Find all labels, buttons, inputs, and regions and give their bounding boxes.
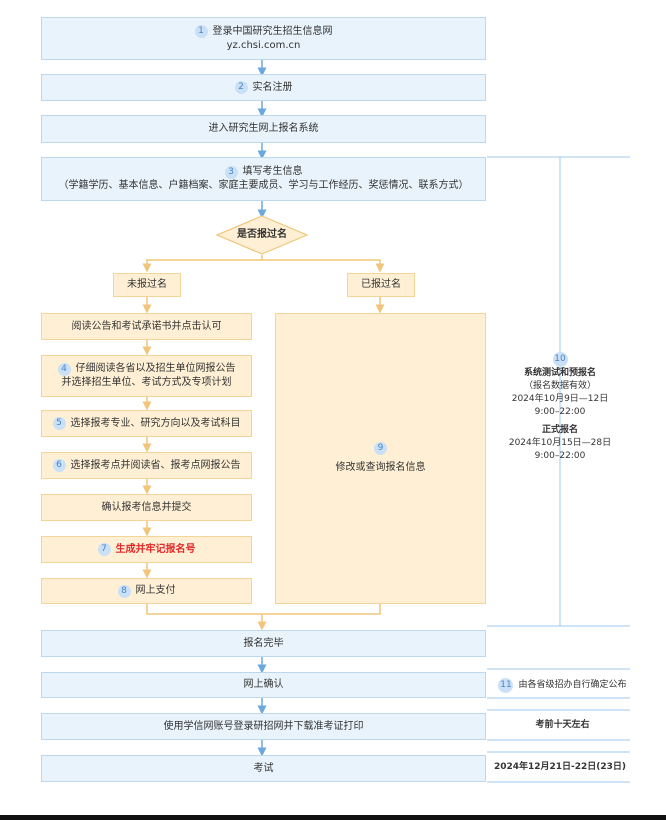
step-number-badge: 2 <box>234 81 248 94</box>
side-number-badge: 10 <box>552 352 568 367</box>
step-number-badge: 9 <box>374 442 387 455</box>
step-print-ticket-label: 使用学信网账号登录研招网并下载准考证打印 <box>163 720 364 732</box>
side-print-time-label: 考前十天左右 <box>535 720 590 730</box>
step-select-major-label: 选择报考专业、研究方向以及考试科目 <box>70 417 241 429</box>
step-generate-number-label: 生成并牢记报名号 <box>115 543 196 555</box>
step-number-badge: 3 <box>224 165 238 179</box>
decision-diamond <box>215 215 309 255</box>
side-formal-time: 9:00–22:00 <box>534 451 586 461</box>
decision-text: 是否报过名 <box>237 229 287 240</box>
branch-yes-line <box>262 259 385 273</box>
step-number-badge: 8 <box>117 584 131 598</box>
branch-not-registered-label: 未报过名 <box>127 279 167 290</box>
step-select-unit-line2: 并选择招生单位、考试方式及专项计划 <box>61 377 232 388</box>
step-fill-info-detail: （学籍学历、基本信息、户籍档案、家庭主要成员、学习与工作经历、奖惩情况、联系方式… <box>58 180 469 191</box>
branch-no-line <box>142 255 263 273</box>
step-number-badge: 6 <box>52 459 66 472</box>
branch-not-registered: 未报过名 <box>113 273 181 297</box>
step-modify-query-label: 修改或查询报名信息 <box>335 462 426 473</box>
side-bracket-10 <box>487 156 561 627</box>
step-register-label: 实名注册 <box>252 81 293 93</box>
merge-line <box>146 604 381 615</box>
step-registration-done: 报名完毕 <box>41 630 486 657</box>
side-formal-date: 2024年10月15日—28日 <box>508 438 612 448</box>
branch-registered-label: 已报过名 <box>361 279 401 290</box>
step-number-badge: 4 <box>57 362 71 376</box>
step-number-badge: 5 <box>52 417 66 430</box>
step-login-url: yz.chsi.com.cn <box>226 39 301 51</box>
side-note-exam-date: 2024年12月21日-22日(23日) <box>490 761 630 774</box>
step-select-unit-line1: 仔细阅读各省以及招生单位网报公告 <box>75 363 236 374</box>
side-note-confirm: 11 由各省级招办自行确定公布 <box>495 678 630 693</box>
step-fill-info-label: 填写考生信息 <box>242 166 303 177</box>
decision-label: 是否报过名 <box>222 227 302 243</box>
side-pretest-sub: （报名数据有效） <box>523 381 596 391</box>
side-exam-date-label: 2024年12月21日-22日(23日) <box>493 762 627 772</box>
step-read-notice: 阅读公告和考试承诺书并点击认可 <box>41 313 252 340</box>
step-select-major: 5 选择报考专业、研究方向以及考试科目 <box>41 410 252 437</box>
side-note-print-time: 考前十天左右 <box>495 719 630 732</box>
bottom-border <box>0 815 666 820</box>
step-confirm-submit: 确认报考信息并提交 <box>41 494 252 521</box>
step-select-site: 6 选择报考点并阅读省、报考点网报公告 <box>41 452 252 479</box>
step-confirm-submit-label: 确认报考信息并提交 <box>101 501 192 513</box>
step-modify-query: 9 修改或查询报名信息 <box>275 313 486 604</box>
step-number-badge: 1 <box>194 25 208 38</box>
side-confirm-label: 由各省级招办自行确定公布 <box>518 680 627 690</box>
step-read-notice-label: 阅读公告和考试承诺书并点击认可 <box>71 320 222 332</box>
step-exam-label: 考试 <box>253 762 274 774</box>
step-pay-online: 8 网上支付 <box>41 578 252 604</box>
side-title-pretest: 系统测试和预报名 <box>523 368 596 378</box>
step-enter-system: 进入研究生网上报名系统 <box>41 115 486 143</box>
step-online-confirm-label: 网上确认 <box>243 679 284 690</box>
step-register: 2 实名注册 <box>41 74 486 101</box>
side-pretest-time: 9:00–22:00 <box>534 407 586 417</box>
step-select-site-label: 选择报考点并阅读省、报考点网报公告 <box>70 459 241 471</box>
step-online-confirm: 网上确认 <box>41 672 486 698</box>
step-number-badge: 7 <box>97 543 111 556</box>
side-number-badge: 11 <box>498 678 514 693</box>
step-generate-number: 7 生成并牢记报名号 <box>41 536 252 563</box>
side-pretest-date: 2024年10月9日—12日 <box>511 394 609 404</box>
step-fill-info: 3 填写考生信息 （学籍学历、基本信息、户籍档案、家庭主要成员、学习与工作经历、… <box>41 157 486 201</box>
step-enter-system-label: 进入研究生网上报名系统 <box>208 123 319 134</box>
step-select-unit: 4 仔细阅读各省以及招生单位网报公告 并选择招生单位、考试方式及专项计划 <box>41 355 252 397</box>
step-exam: 考试 <box>41 755 486 782</box>
step-login-label: 登录中国研究生招生信息网 <box>212 25 333 37</box>
step-pay-online-label: 网上支付 <box>135 585 176 596</box>
branch-registered: 已报过名 <box>347 273 415 297</box>
step-login: 1 登录中国研究生招生信息网 yz.chsi.com.cn <box>41 17 486 60</box>
step-print-ticket: 使用学信网账号登录研招网并下载准考证打印 <box>41 713 486 740</box>
side-title-formal: 正式报名 <box>541 425 578 435</box>
step-registration-done-label: 报名完毕 <box>243 637 284 649</box>
side-note-registration-period: 10 系统测试和预报名 （报名数据有效） 2024年10月9日—12日 9:00… <box>500 352 620 463</box>
